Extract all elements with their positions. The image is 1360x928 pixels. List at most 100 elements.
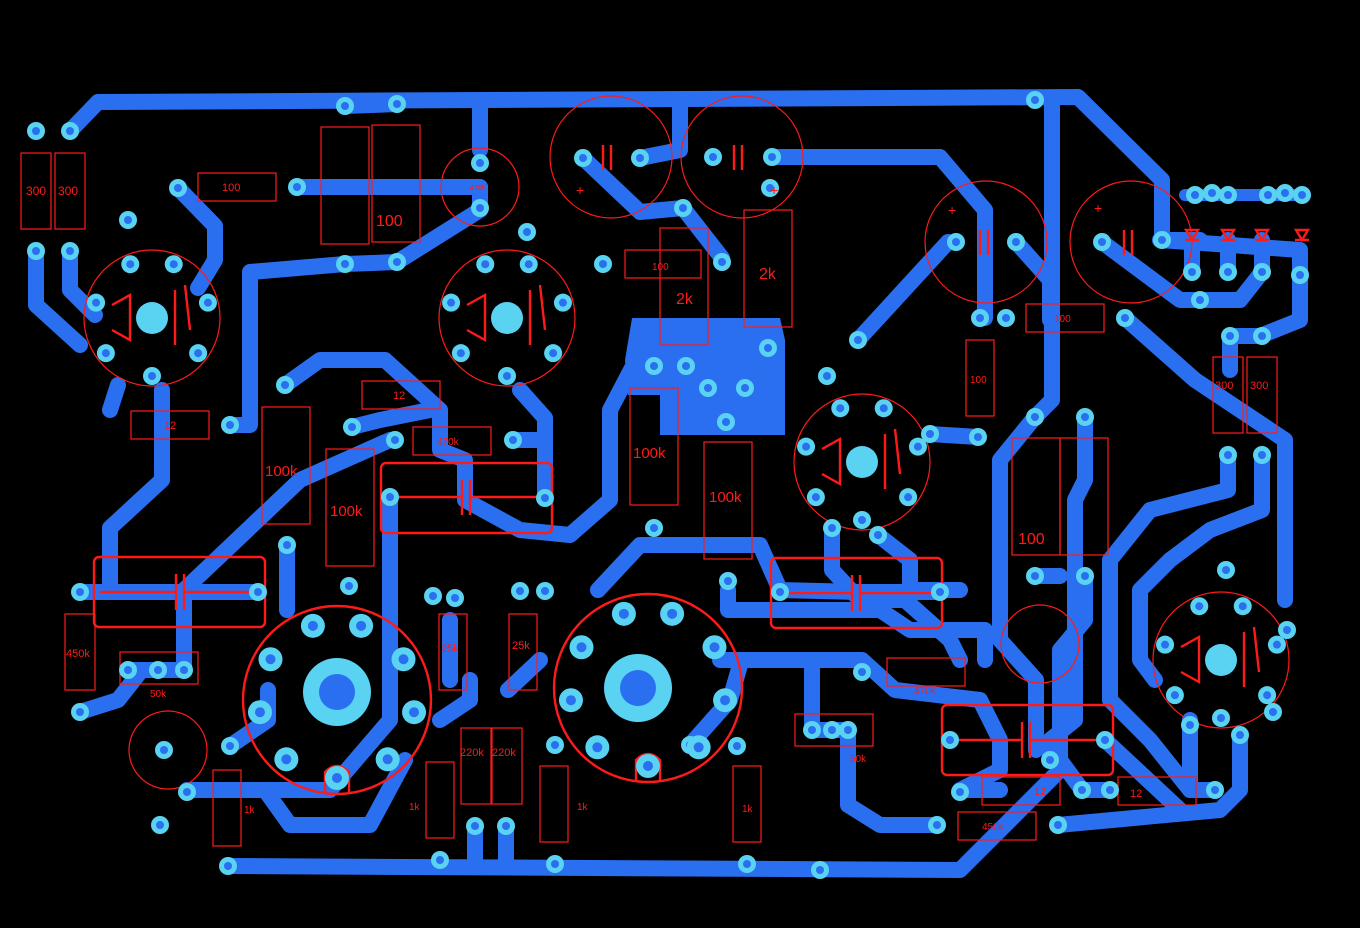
pad-hole xyxy=(720,695,731,706)
label-r100-right-small: 100 xyxy=(1054,314,1071,325)
pad-hole xyxy=(823,372,831,380)
diode-symbol xyxy=(1219,228,1237,243)
trace-mid-4 xyxy=(176,432,398,598)
label-r100k-b: 100k xyxy=(330,503,363,520)
pad-hole xyxy=(618,608,629,619)
pad-hole xyxy=(764,344,772,352)
pad-hole xyxy=(592,742,603,753)
cap-plus-mark: + xyxy=(576,182,584,198)
label-r220k-b: 220k xyxy=(492,747,516,759)
pad-hole xyxy=(768,153,776,161)
resistor-outline xyxy=(508,613,538,691)
label-r300-b: 300 xyxy=(58,184,78,198)
pad-hole xyxy=(549,349,558,358)
pad-hole xyxy=(226,742,234,750)
pad-hole xyxy=(391,436,399,444)
pad-hole xyxy=(476,159,484,167)
copper-traces xyxy=(28,89,1311,878)
trace-v4-down xyxy=(824,520,968,668)
pad-hole xyxy=(174,184,182,192)
pad-hole xyxy=(682,362,690,370)
trace-diode-2 xyxy=(1192,264,1270,308)
trace-cap1 xyxy=(575,150,730,266)
label-r12-right-a: 12 xyxy=(1034,786,1046,798)
pad-hole xyxy=(693,742,704,753)
trace-cap3 xyxy=(1008,234,1058,328)
pad-hole xyxy=(524,260,533,269)
pad-hole xyxy=(976,314,984,322)
pad-hole xyxy=(1012,238,1020,246)
pad-hole xyxy=(194,349,203,358)
trace-right-2 xyxy=(1042,409,1093,768)
pad-hole xyxy=(332,773,342,783)
pad-hole xyxy=(643,761,653,771)
through-hole-pads xyxy=(27,91,1311,879)
capacitor-symbol xyxy=(100,574,258,610)
label-r450k-bottom: 450k xyxy=(982,822,1005,833)
pad-hole xyxy=(1263,691,1272,700)
pad-hole xyxy=(1078,786,1086,794)
trace-v6-left xyxy=(170,180,223,296)
pad-hole xyxy=(345,582,353,590)
label-r1k-d: 1k xyxy=(742,804,754,815)
label-r300-a: 300 xyxy=(26,184,46,198)
tube-electrode-mark xyxy=(111,284,192,345)
pad-hole xyxy=(183,788,191,796)
pad-hole xyxy=(858,668,866,676)
pad-hole xyxy=(1031,96,1039,104)
pad-hole xyxy=(265,654,276,665)
pad-hole xyxy=(1195,602,1204,611)
pad-hole xyxy=(722,418,730,426)
label-r12-right-b: 12 xyxy=(1130,788,1142,800)
pad-hole xyxy=(429,592,437,600)
label-r470k-right: 470k xyxy=(914,686,937,697)
resistor-outline xyxy=(659,227,709,346)
pad-hole xyxy=(341,260,349,268)
resistor-outline xyxy=(261,406,311,525)
label-r12-mid: 12 xyxy=(393,390,405,402)
pad-hole xyxy=(447,298,456,307)
pad-hole xyxy=(66,127,74,135)
pad-hole xyxy=(1106,786,1114,794)
label-r2k-b: 2k xyxy=(759,266,777,283)
pad-hole xyxy=(828,726,836,734)
trace-mid-5 xyxy=(252,489,398,798)
pad-hole xyxy=(1191,191,1199,199)
small-tube-outline xyxy=(793,393,931,531)
small-tube-outline xyxy=(83,249,221,387)
pad-hole xyxy=(1046,756,1054,764)
resistor-outline xyxy=(743,209,793,328)
resistor-outline xyxy=(957,811,1037,841)
trace-right-7 xyxy=(1132,447,1270,688)
pad-hole xyxy=(1238,602,1247,611)
tube-electrode-mark xyxy=(821,428,902,489)
trace-mid-2 xyxy=(277,352,640,543)
trace-v1-down xyxy=(102,382,170,598)
resistor-outline xyxy=(64,613,96,691)
resistor-outline xyxy=(130,410,210,440)
pad-hole xyxy=(356,620,367,631)
pad-hole xyxy=(409,707,420,718)
pad-hole xyxy=(148,372,156,380)
capacitor-symbol xyxy=(780,575,938,611)
resistor-outline xyxy=(425,761,455,839)
pad-hole xyxy=(502,822,510,830)
pad-hole xyxy=(1296,271,1304,279)
cap-symbol xyxy=(601,145,1134,255)
pad-hole xyxy=(203,298,212,307)
pad-hole xyxy=(180,666,188,674)
pad-hole xyxy=(704,384,712,392)
pad-hole xyxy=(451,594,459,602)
trace-mid-1 xyxy=(222,256,353,433)
label-r25k-b: 25k xyxy=(512,640,530,652)
pad-hole xyxy=(281,754,292,765)
pad-hole xyxy=(1161,640,1170,649)
pad-hole xyxy=(1258,332,1266,340)
pad-hole xyxy=(1188,268,1196,276)
pad-hole xyxy=(156,821,164,829)
tube-center-hole xyxy=(620,670,656,706)
pad-hole xyxy=(124,666,132,674)
tube-electrode-mark xyxy=(1180,626,1261,687)
pad-hole xyxy=(858,516,866,524)
pad-hole xyxy=(293,183,301,191)
